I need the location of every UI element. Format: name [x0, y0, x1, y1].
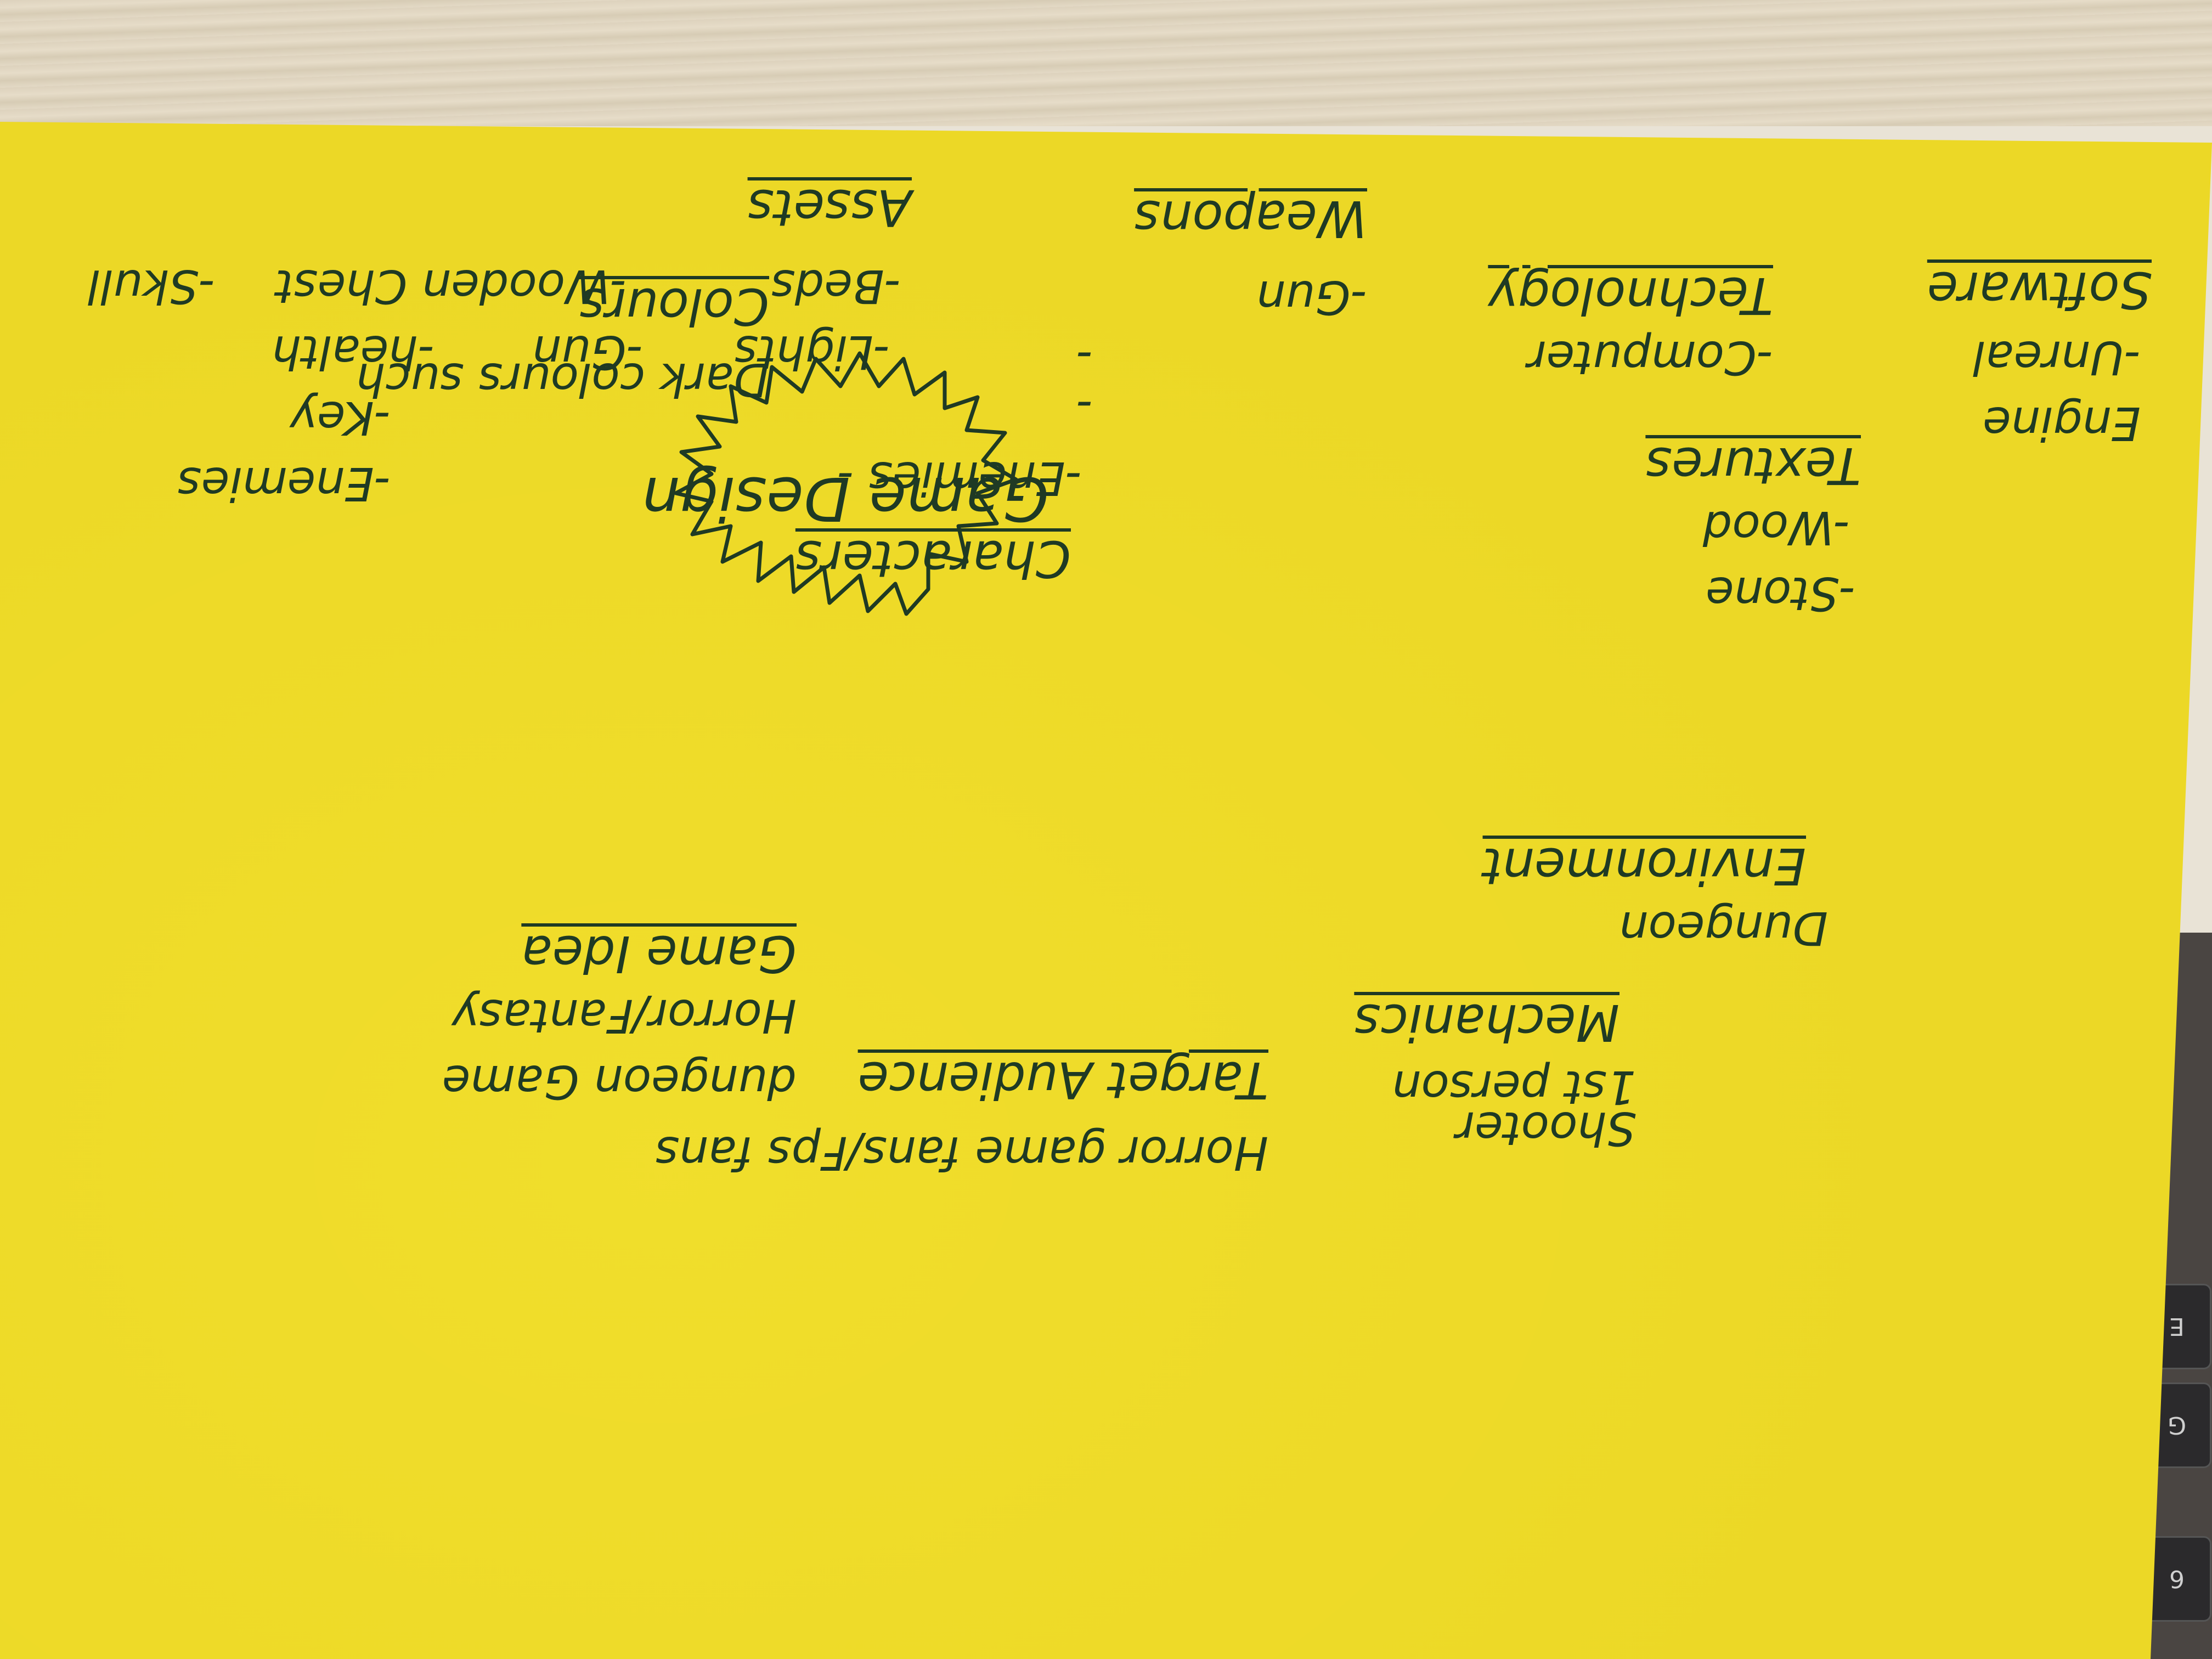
center-burst [674, 351, 1018, 616]
wooden-desk [0, 0, 2212, 126]
branch-item: -Enemies - [837, 452, 1082, 505]
branch-item: - [1076, 380, 1093, 434]
branch-item: - [1076, 331, 1093, 385]
